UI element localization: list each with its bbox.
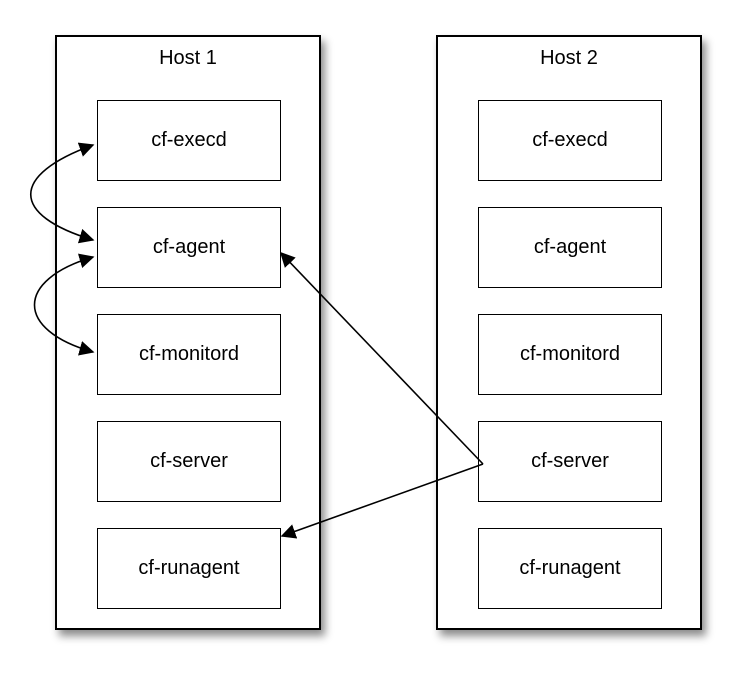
host-1-cf-monitord-box: cf-monitord — [97, 314, 281, 395]
host-2-box: Host 2 cf-execd cf-agent cf-monitord cf-… — [436, 35, 702, 630]
host-1-cf-execd-box: cf-execd — [97, 100, 281, 181]
host-2-title: Host 2 — [540, 47, 598, 69]
host-1-cf-runagent-box: cf-runagent — [97, 528, 281, 609]
host-1-box: Host 1 cf-execd cf-agent cf-monitord cf-… — [55, 35, 321, 630]
host-2-cf-server-box: cf-server — [478, 421, 662, 502]
host-2-cf-runagent-box: cf-runagent — [478, 528, 662, 609]
host-1-title: Host 1 — [159, 47, 217, 69]
host-1-cf-agent-box: cf-agent — [97, 207, 281, 288]
host-1-cf-server-box: cf-server — [97, 421, 281, 502]
host-2-cf-monitord-box: cf-monitord — [478, 314, 662, 395]
host-2-cf-agent-box: cf-agent — [478, 207, 662, 288]
host-2-cf-execd-box: cf-execd — [478, 100, 662, 181]
